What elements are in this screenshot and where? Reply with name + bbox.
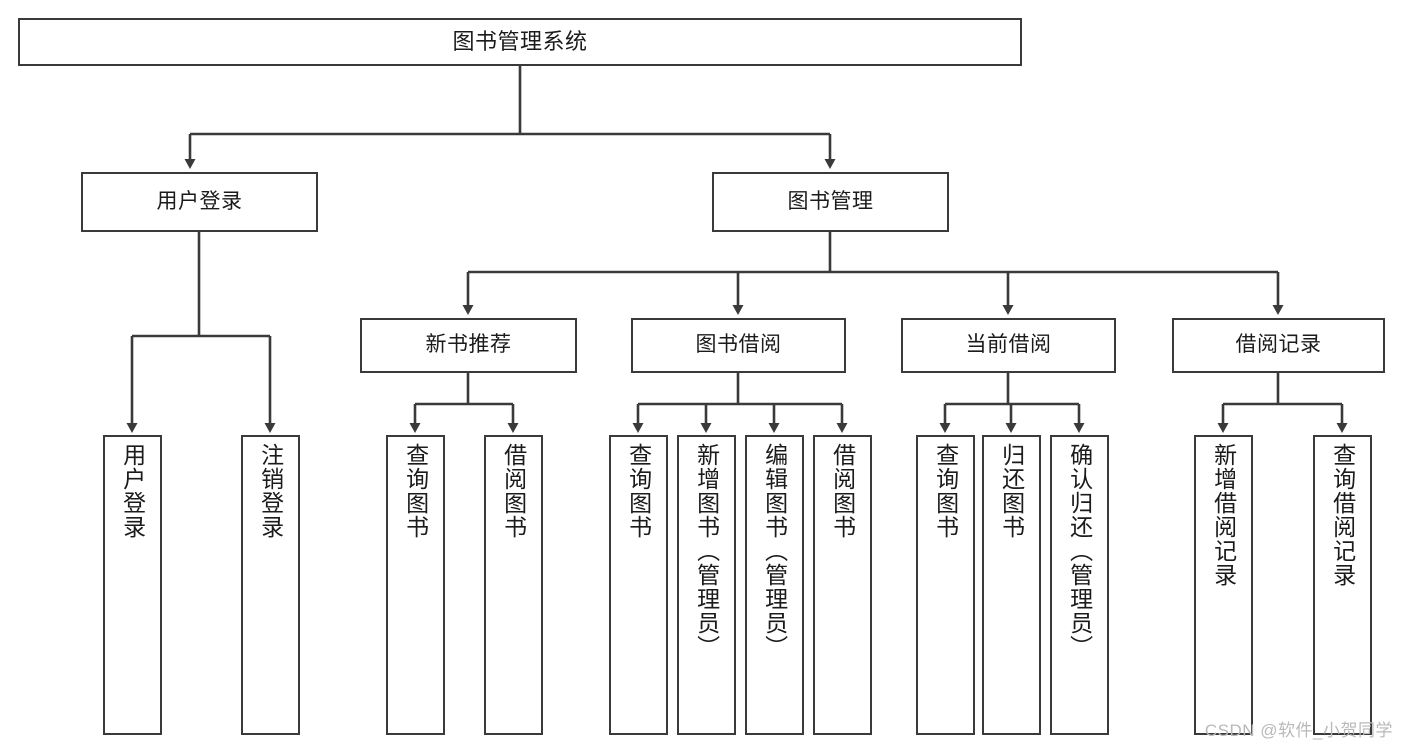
leaf-book-borrow-add-book[interactable]: 新增图书（管理员） [677, 435, 736, 735]
node-current-borrow[interactable]: 当前借阅 [901, 318, 1116, 373]
leaf-borrow-record-query-record[interactable]: 查询借阅记录 [1313, 435, 1372, 735]
node-book-borrow[interactable]: 图书借阅 [631, 318, 846, 373]
leaf-current-borrow-return-book[interactable]: 归还图书 [982, 435, 1041, 735]
leaf-new-book-query-book[interactable]: 查询图书 [386, 435, 445, 735]
node-label: 归还图书 [998, 443, 1025, 539]
node-label: 借阅图书 [829, 443, 856, 539]
node-label: 借阅图书 [500, 443, 527, 539]
leaf-current-borrow-confirm-return[interactable]: 确认归还（管理员） [1050, 435, 1109, 735]
node-label: 查询图书 [402, 443, 429, 539]
node-book-management[interactable]: 图书管理 [712, 172, 949, 232]
leaf-current-borrow-query-book[interactable]: 查询图书 [916, 435, 975, 735]
watermark-text: CSDN @软件_小贺同学 [1204, 721, 1393, 740]
node-label: 查询借阅记录 [1329, 443, 1356, 587]
node-borrow-record[interactable]: 借阅记录 [1172, 318, 1385, 373]
leaf-user-login-logout[interactable]: 注销登录 [241, 435, 300, 735]
node-label: 查询图书 [625, 443, 652, 539]
leaf-borrow-record-add-record[interactable]: 新增借阅记录 [1194, 435, 1253, 735]
node-label: 图书借阅 [695, 333, 782, 357]
node-label: 新增图书（管理员） [693, 443, 720, 659]
node-label: 借阅记录 [1235, 333, 1322, 357]
leaf-new-book-borrow-book[interactable]: 借阅图书 [484, 435, 543, 735]
node-root-system[interactable]: 图书管理系统 [18, 18, 1022, 66]
node-label: 图书管理 [787, 189, 874, 213]
node-label: 编辑图书（管理员） [761, 443, 788, 659]
node-user-login[interactable]: 用户登录 [81, 172, 318, 232]
node-label: 用户登录 [156, 189, 243, 213]
node-label: 确认归还（管理员） [1066, 443, 1093, 659]
node-label: 当前借阅 [965, 333, 1052, 357]
node-label: 查询图书 [932, 443, 959, 539]
node-label: 注销登录 [257, 443, 284, 539]
node-label: 图书管理系统 [452, 29, 588, 55]
leaf-book-borrow-query-book[interactable]: 查询图书 [609, 435, 668, 735]
leaf-book-borrow-edit-book[interactable]: 编辑图书（管理员） [745, 435, 804, 735]
node-label: 新书推荐 [425, 333, 512, 357]
leaf-book-borrow-borrow-book[interactable]: 借阅图书 [813, 435, 872, 735]
node-new-book-recommend[interactable]: 新书推荐 [360, 318, 577, 373]
node-label: 用户登录 [119, 443, 146, 539]
leaf-user-login-login[interactable]: 用户登录 [103, 435, 162, 735]
node-label: 新增借阅记录 [1210, 443, 1237, 587]
